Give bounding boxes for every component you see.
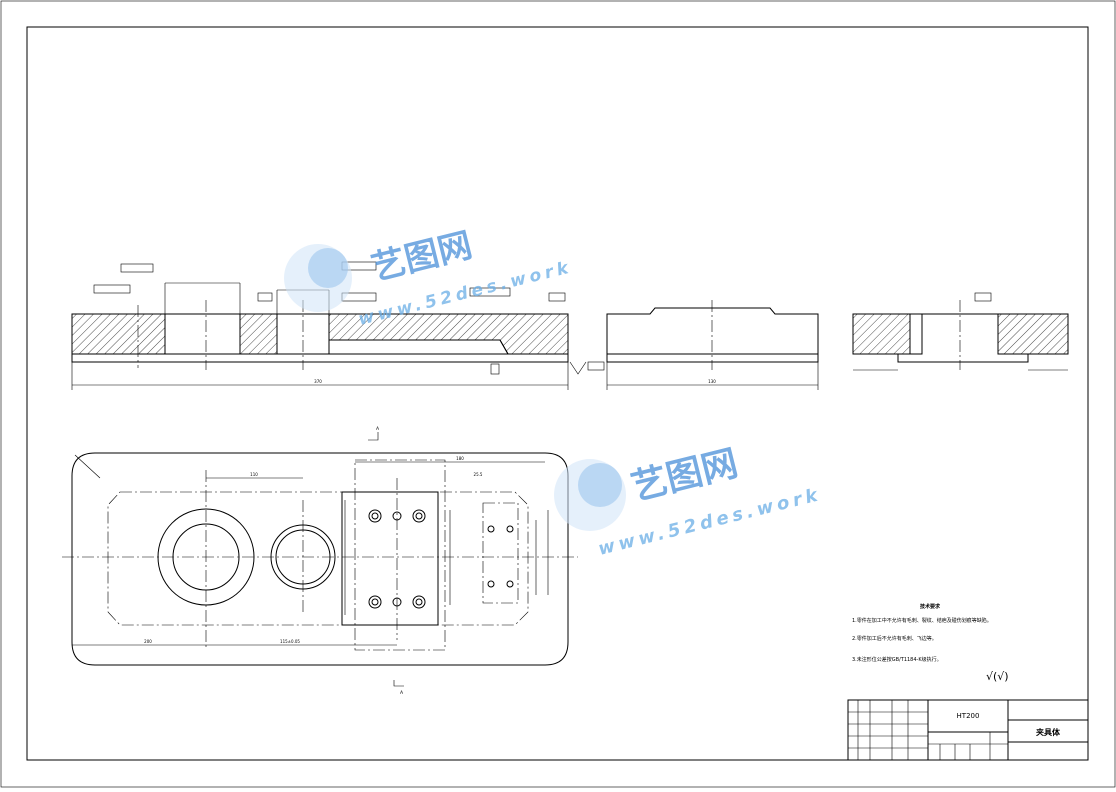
right-section-view <box>852 292 1069 371</box>
roughness-symbol: √(√) <box>986 670 1009 683</box>
dim-plan-length: 180 <box>456 456 464 461</box>
title-block: HT200 夹具体 <box>847 699 1089 761</box>
inner-frame <box>26 26 1089 761</box>
technical-requirements: 技术要求 1.零件在加工中不允许有毛刺、裂纹、结疤及碰伤划痕等缺陷。 2.零件加… <box>852 603 1009 683</box>
tech-note-1: 1.零件在加工中不允许有毛刺、裂纹、结疤及碰伤划痕等缺陷。 <box>852 617 992 624</box>
tech-note-3: 3.未注形位公差按GB/T1184-K级执行。 <box>852 656 942 663</box>
dim-115: 115±0.05 <box>280 639 300 644</box>
datum-box <box>490 363 500 375</box>
dim-overall-length: 370 <box>314 379 322 384</box>
section-marker-top: A <box>376 426 380 432</box>
watermark-brand-2: 艺图网 <box>627 443 742 509</box>
bolt-holes <box>368 502 519 609</box>
title-material: HT200 <box>957 712 980 720</box>
watermark-2: 艺图网 www.52des.work <box>554 443 824 560</box>
dim-25-5: 25.5 <box>474 472 483 477</box>
section-marker-bottom: A <box>400 690 404 696</box>
tech-title: 技术要求 <box>920 603 941 610</box>
plan-view: 180 25.5 110 200 115±0.05 A A <box>62 426 578 696</box>
watermark-url-2: www.52des.work <box>596 484 823 560</box>
tech-note-2: 2.零件加工后不允许有毛刺、飞边等。 <box>852 635 937 642</box>
dim-200: 200 <box>144 639 152 644</box>
dim-side-width: 130 <box>708 379 716 384</box>
front-section-view: 370 <box>71 261 605 390</box>
title-part-name: 夹具体 <box>1036 727 1061 737</box>
watermark-brand-1: 艺图网 <box>368 225 477 288</box>
middle-side-view: 130 <box>606 300 819 390</box>
dim-hole-center: 110 <box>250 472 258 477</box>
